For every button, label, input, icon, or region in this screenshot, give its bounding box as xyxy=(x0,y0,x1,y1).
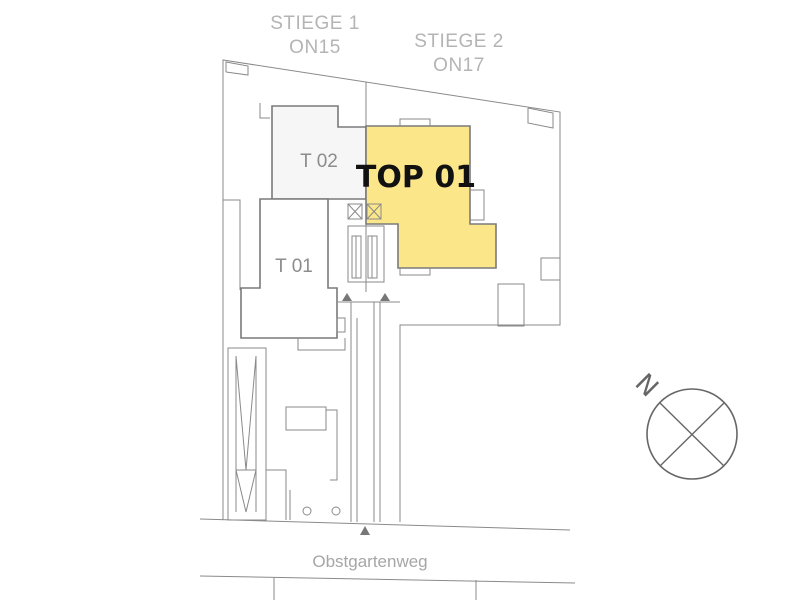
unit-t02-label: T 02 xyxy=(300,151,338,172)
street xyxy=(199,518,576,600)
stiege-1-label: STIEGE 1 xyxy=(270,13,360,34)
unit-t01-label: T 01 xyxy=(275,256,313,277)
street-name: Obstgartenweg xyxy=(312,552,427,571)
circulation-core xyxy=(338,203,400,303)
ramp xyxy=(222,345,287,521)
unit-top01[interactable] xyxy=(365,125,497,269)
building-outline xyxy=(222,59,561,522)
unit-t01[interactable] xyxy=(240,198,338,339)
stiege-1-number: ON15 xyxy=(289,37,341,58)
street-entrance-marker xyxy=(360,526,370,535)
stiege-2-label: STIEGE 2 xyxy=(414,31,504,52)
unit-top01-label: TOP 01 xyxy=(356,160,476,195)
entrance-marker-2 xyxy=(380,293,390,301)
entrance-marker-1 xyxy=(342,293,352,301)
outdoor-elements xyxy=(285,338,346,520)
north-arrow: N xyxy=(629,368,738,480)
access-path xyxy=(350,302,381,535)
north-label: N xyxy=(629,368,664,403)
stiege-2-number: ON17 xyxy=(433,55,485,76)
